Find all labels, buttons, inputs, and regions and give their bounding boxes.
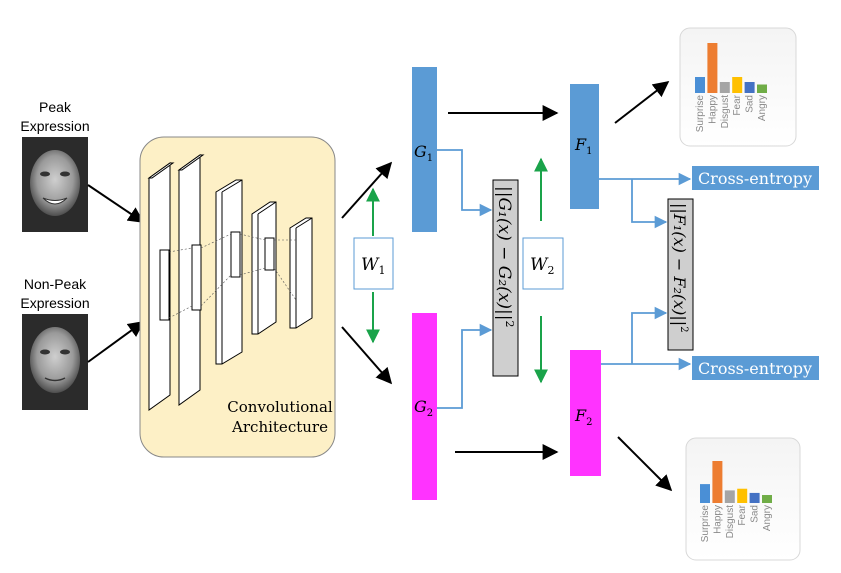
chart-top-bar-sad bbox=[744, 82, 755, 93]
chart-bottom-bar-surprise bbox=[700, 484, 710, 503]
peak-to-cnn-arrow bbox=[87, 184, 145, 223]
g1-label: G1 bbox=[414, 142, 433, 164]
f2-to-chart-arrow bbox=[617, 436, 673, 492]
chart-top-bar-angry bbox=[757, 84, 767, 93]
f2-label: F2 bbox=[574, 406, 592, 428]
chart-top-tick-disgust: Disgust bbox=[720, 95, 731, 129]
w2-box bbox=[522, 237, 564, 290]
chart-top-tick-sad: Sad bbox=[745, 95, 756, 113]
g-loss-label: ||G₁(x) − G₂(x)||2 bbox=[494, 186, 516, 327]
chart-top-tick-surprise: Surprise bbox=[695, 95, 706, 133]
cnn-to-g1-arrow bbox=[341, 161, 393, 219]
g2-bar bbox=[412, 313, 437, 500]
nonpeak-label-line2: Expression bbox=[20, 295, 89, 311]
chart-top-tick-angry: Angry bbox=[757, 95, 768, 121]
cnn-to-g2-arrow bbox=[341, 326, 393, 385]
chart-bottom-bar-sad bbox=[749, 492, 760, 503]
cross-entropy-bottom-box bbox=[692, 356, 819, 380]
cross-entropy-top-label: Cross-entropy bbox=[698, 169, 812, 188]
cross-entropy-top-box bbox=[692, 166, 819, 190]
g1-bar bbox=[412, 67, 437, 232]
chart-bottom-tick-fear: Fear bbox=[737, 504, 748, 525]
f-loss-label: ||F₁(x) − F₂(x)||2 bbox=[670, 203, 689, 333]
f1-to-chart-arrow bbox=[614, 81, 670, 124]
g-loss-box bbox=[492, 179, 519, 377]
chart-top-bar-disgust bbox=[719, 82, 730, 93]
nonpeak-to-cnn-arrow bbox=[87, 321, 145, 363]
f1-bar bbox=[570, 84, 599, 209]
cnn-label-line2: Architecture bbox=[231, 418, 328, 436]
chart-bottom-bar-fear bbox=[737, 488, 748, 503]
chart-top-bar-fear bbox=[732, 77, 743, 93]
g1-to-gloss-connector bbox=[437, 149, 493, 217]
chart-bottom-bar-disgust bbox=[724, 490, 735, 503]
chart-top-tick-happy: Happy bbox=[707, 95, 718, 124]
chart-bottom-bar-angry bbox=[762, 495, 772, 503]
cross-entropy-bottom-label: Cross-entropy bbox=[698, 359, 812, 378]
nonpeak-label-line1: Non-Peak bbox=[24, 276, 87, 292]
w1-box bbox=[353, 237, 394, 290]
peak-label-line2: Expression bbox=[20, 118, 89, 134]
chart-bottom-bar-happy bbox=[712, 461, 723, 503]
chart-bottom-tick-sad: Sad bbox=[750, 505, 761, 523]
chart-top-bar-happy bbox=[707, 43, 718, 93]
chart-bottom-tick-happy: Happy bbox=[712, 505, 723, 534]
f2-bar bbox=[570, 350, 601, 476]
cnn-label-line1: Convolutional bbox=[227, 398, 333, 416]
chart-bottom-tick-surprise: Surprise bbox=[700, 505, 711, 543]
chart-bottom-tick-angry: Angry bbox=[762, 505, 773, 531]
nonpeak-face-image bbox=[22, 314, 88, 410]
w2-label: W2 bbox=[530, 255, 554, 277]
w1-label: W1 bbox=[361, 255, 385, 277]
f1-to-floss-connector bbox=[631, 179, 668, 229]
peak-face-image bbox=[22, 137, 88, 232]
f1-label: F1 bbox=[574, 135, 592, 157]
conv-connections bbox=[168, 233, 297, 319]
g2-label: G2 bbox=[414, 397, 433, 419]
g2-to-gloss-connector bbox=[437, 323, 493, 409]
chart-top-tick-fear: Fear bbox=[732, 94, 743, 115]
chart-bottom-tick-disgust: Disgust bbox=[725, 505, 736, 539]
peak-label-line1: Peak bbox=[39, 99, 72, 115]
f-loss-box bbox=[667, 198, 694, 351]
chart-top-bar-surprise bbox=[695, 77, 705, 93]
f2-to-floss-connector bbox=[631, 306, 668, 364]
